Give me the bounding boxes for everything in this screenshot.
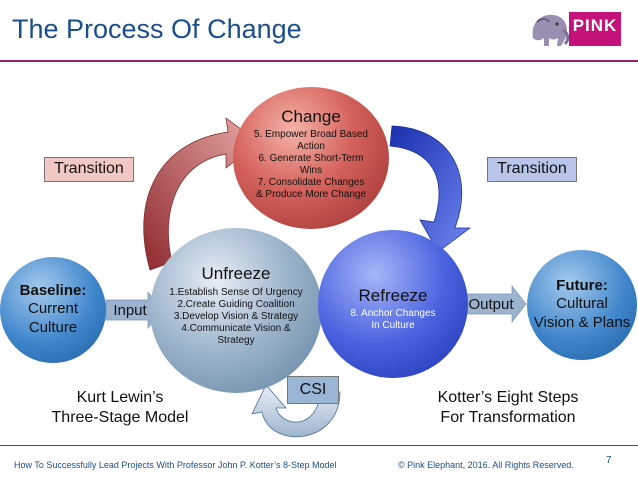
baseline-line: Culture <box>28 319 78 336</box>
arrow-csi-loop <box>251 384 341 438</box>
unfreeze-steps: 1.Establish Sense Of Urgency 2.Create Gu… <box>150 287 322 347</box>
unfreeze-step-line: 3.Develop Vision & Strategy <box>173 311 299 322</box>
change-title: Change <box>281 107 341 126</box>
baseline-title: Baseline: <box>19 282 87 299</box>
future-line: Vision & Plans <box>533 314 631 331</box>
lewin-caption: Kurt Lewin’s Three-Stage Model <box>30 388 210 428</box>
refreeze-step-line: In Culture <box>371 320 415 331</box>
caption-line: Kotter’s Eight Steps <box>437 389 579 406</box>
output-label: Output <box>468 296 514 313</box>
csi-label: CSI <box>287 376 339 404</box>
transition-left-label: Transition <box>44 157 134 182</box>
refreeze-circle: Refreeze 8. Anchor Changes In Culture <box>318 230 468 378</box>
change-step-line: 6. Generate Short-Term <box>258 153 364 164</box>
logo-badge <box>569 12 621 46</box>
input-label: Input <box>113 302 147 319</box>
elephant-icon <box>532 14 570 46</box>
unfreeze-circle: Unfreeze 1.Establish Sense Of Urgency 2.… <box>150 228 322 393</box>
unfreeze-step-line: Strategy <box>217 335 255 346</box>
baseline-line: Current <box>27 300 79 317</box>
footer-copyright: © Pink Elephant, 2016. All Rights Reserv… <box>398 460 574 470</box>
footer-divider <box>0 445 638 446</box>
logo-text: PINK <box>572 16 618 35</box>
footer-left: How To Successfully Lead Projects With P… <box>14 460 337 470</box>
caption-line: Three-Stage Model <box>51 409 189 426</box>
title-divider <box>0 60 638 62</box>
refreeze-title: Refreeze <box>358 286 428 305</box>
change-steps: 5. Empower Broad Based Action 6. Generat… <box>233 129 389 201</box>
page-number: 7 <box>606 455 612 466</box>
change-step-line: 7. Consolidate Changes <box>257 177 365 188</box>
change-step-line: Wins <box>299 165 323 176</box>
caption-line: For Transformation <box>440 409 576 426</box>
arrow-transition-right <box>389 125 472 253</box>
baseline-circle: Baseline: Current Culture <box>0 257 106 363</box>
baseline-text: Current Culture <box>0 299 106 337</box>
future-title: Future: <box>556 277 608 294</box>
pink-elephant-logo: PINK <box>527 8 622 50</box>
change-circle: Change 5. Empower Broad Based Action 6. … <box>233 87 389 229</box>
unfreeze-step-line: 2.Create Guiding Coalition <box>177 299 295 310</box>
unfreeze-step-line: 4.Communicate Vision & <box>181 323 291 334</box>
unfreeze-step-line: 1.Establish Sense Of Urgency <box>169 287 303 298</box>
change-step-line: 5. Empower Broad Based <box>254 129 368 140</box>
future-line: Cultural <box>556 295 608 312</box>
refreeze-step-line: 8. Anchor Changes <box>350 308 436 319</box>
slide-title: The Process Of Change <box>12 14 302 44</box>
transition-right-label: Transition <box>487 157 577 182</box>
caption-line: Kurt Lewin’s <box>76 389 164 406</box>
refreeze-steps: 8. Anchor Changes In Culture <box>318 308 468 332</box>
change-step-line: & Produce More Change <box>255 189 367 200</box>
arrow-output <box>465 284 527 324</box>
kotter-caption: Kotter’s Eight Steps For Transformation <box>408 388 608 428</box>
future-text: Cultural Vision & Plans <box>527 294 637 332</box>
future-circle: Future: Cultural Vision & Plans <box>527 250 637 360</box>
change-step-line: Action <box>297 141 325 152</box>
unfreeze-title: Unfreeze <box>201 264 271 283</box>
